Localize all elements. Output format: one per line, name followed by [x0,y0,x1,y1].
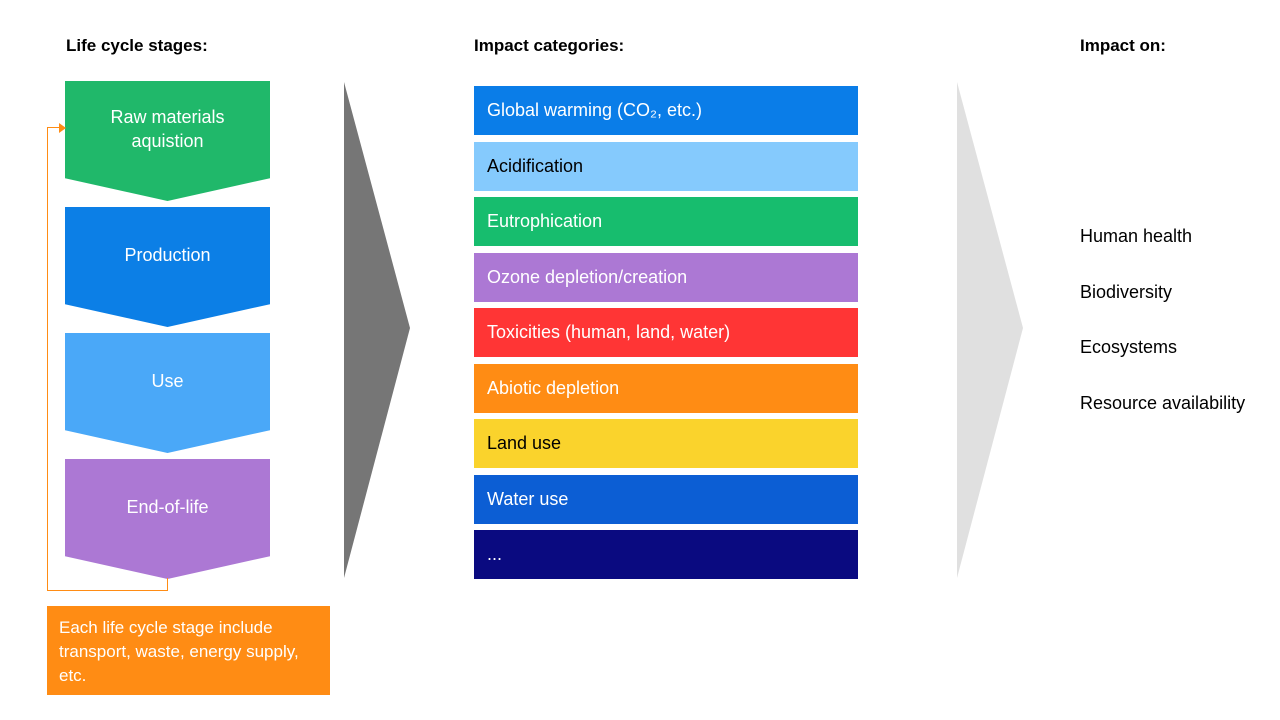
stage-label: End-of-life [126,497,209,517]
impact-on-heading: Impact on: [1080,36,1166,55]
note-box: Each life cycle stage include transport,… [47,606,330,695]
loop-connector-up [167,578,168,591]
impact-on-item: Human health [1080,226,1193,246]
stage-use: Use [65,333,270,453]
loop-connector-top [47,127,60,128]
stage-label: Raw materials aquistion [110,107,225,151]
life-cycle-stages-heading: Life cycle stages: [66,36,208,55]
impact-category-item: Acidification [474,142,858,191]
stage-end-of-life: End-of-life [65,459,270,579]
loop-connector-bottom [47,590,168,591]
arrow-chevron-dark-icon [344,82,410,578]
impact-on-item: Biodiversity [1080,282,1173,302]
impact-category-item: Eutrophication [474,197,858,246]
impact-on-item: Ecosystems [1080,337,1178,357]
impact-category-item: Water use [474,475,858,524]
impact-category-item: Abiotic depletion [474,364,858,413]
impact-category-item: Toxicities (human, land, water) [474,308,858,357]
stage-label: Use [151,371,184,391]
impact-category-item: ... [474,530,858,579]
stage-label: Production [124,245,211,265]
stage-raw-materials: Raw materials aquistion [65,81,270,201]
impact-categories-heading: Impact categories: [474,36,625,55]
loop-arrow-icon [59,123,66,133]
arrow-chevron-light-icon [957,82,1023,578]
impact-on-item: Resource availability [1080,393,1246,413]
impact-category-item: Global warming (CO₂, etc.) [474,86,858,135]
impact-category-item: Land use [474,419,858,468]
impact-category-item: Ozone depletion/creation [474,253,858,302]
loop-connector-left [47,127,48,591]
stage-production: Production [65,207,270,327]
